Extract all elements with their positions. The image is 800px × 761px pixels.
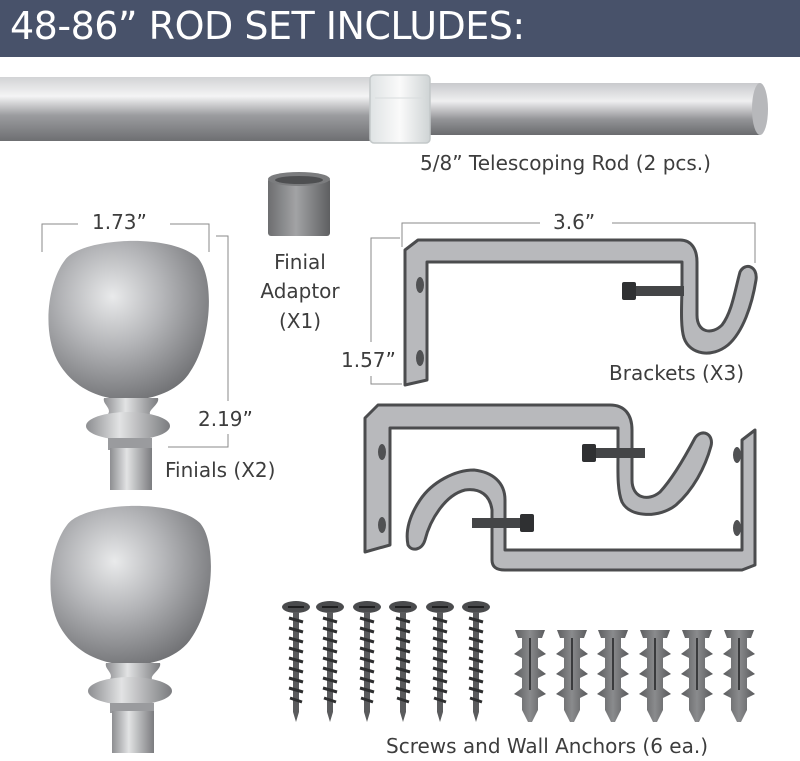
screws-group	[282, 601, 490, 722]
bracket-icon	[405, 428, 757, 572]
wall-anchor-icon	[723, 630, 755, 722]
wall-anchor-icon	[514, 630, 546, 722]
finial-icon	[48, 240, 209, 490]
wall-anchor-icon	[597, 630, 629, 722]
bracket-icon	[403, 238, 758, 387]
finials-label: Finials (X2)	[165, 458, 276, 482]
screws-anchors-label: Screws and Wall Anchors (6 ea.)	[386, 734, 708, 758]
header-banner: 48-86” ROD SET INCLUDES:	[0, 0, 800, 57]
finial-icon	[50, 505, 211, 753]
rod-label: 5/8” Telescoping Rod (2 pcs.)	[420, 151, 711, 175]
finial-width-dimension: 1.73”	[88, 210, 151, 234]
screw-icon	[353, 601, 381, 722]
finial-adaptor-icon	[268, 172, 330, 236]
bracket-icon	[363, 403, 713, 554]
screw-icon	[462, 601, 490, 722]
screw-icon	[282, 601, 310, 722]
finial-dimension-lines	[41, 223, 229, 448]
bracket-height-dimension: 1.57”	[341, 348, 396, 372]
brackets-label: Brackets (X3)	[609, 361, 745, 385]
adaptor-label-line3: (X1)	[278, 309, 322, 333]
screw-icon	[316, 601, 344, 722]
telescoping-rod-icon	[0, 74, 768, 144]
bracket-dimension-lines	[370, 222, 756, 385]
wall-anchor-icon	[556, 630, 588, 722]
wall-anchor-icon	[681, 630, 713, 722]
wall-anchors-group	[514, 630, 755, 722]
finial-height-dimension: 2.19”	[198, 407, 253, 431]
page-title: 48-86” ROD SET INCLUDES:	[10, 4, 525, 48]
screw-icon	[426, 601, 454, 722]
wall-anchor-icon	[639, 630, 671, 722]
adaptor-label-line2: Adaptor	[260, 279, 340, 303]
bracket-width-dimension: 3.6”	[549, 210, 600, 234]
adaptor-label-line1: Finial	[274, 250, 326, 274]
screw-icon	[389, 601, 417, 722]
